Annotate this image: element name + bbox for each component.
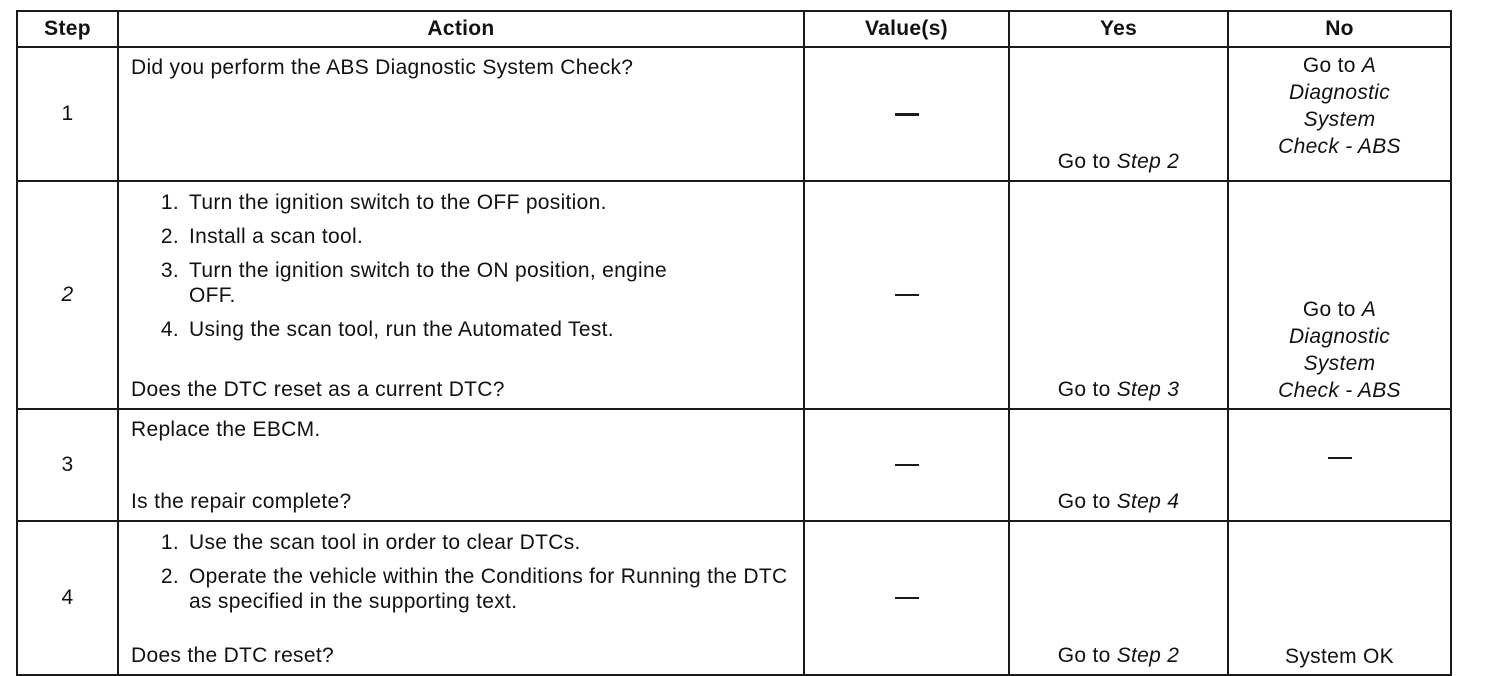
value-dash: — bbox=[894, 294, 919, 297]
list-item: 3.Turn the ignition switch to the ON pos… bbox=[160, 259, 667, 307]
action-instruction: Replace the EBCM. bbox=[131, 418, 321, 441]
header-yes: Yes bbox=[1008, 10, 1229, 48]
value-cell: — bbox=[803, 520, 1010, 676]
yes-step-link[interactable]: Step 2 bbox=[1116, 150, 1180, 173]
yes-step-link[interactable]: Step 2 bbox=[1116, 644, 1180, 667]
list-item: 1.Turn the ignition switch to the OFF po… bbox=[160, 191, 607, 214]
no-prefix: Go to bbox=[1302, 54, 1362, 77]
list-item: 4.Using the scan tool, run the Automated… bbox=[160, 318, 614, 341]
list-item: 1.Use the scan tool in order to clear DT… bbox=[160, 531, 581, 554]
table-row: 4 1.Use the scan tool in order to clear … bbox=[16, 520, 1452, 676]
action-cell: 1.Turn the ignition switch to the OFF po… bbox=[117, 180, 805, 410]
step-number: 1 bbox=[16, 46, 119, 182]
action-question: Did you perform the ABS Diagnostic Syste… bbox=[131, 56, 634, 79]
header-step: Step bbox=[16, 10, 119, 48]
header-no: No bbox=[1227, 10, 1452, 48]
list-item: 2.Operate the vehicle within the Conditi… bbox=[160, 565, 788, 613]
list-item: 2.Install a scan tool. bbox=[160, 225, 364, 248]
yes-prefix: Go to bbox=[1057, 644, 1117, 667]
value-dash: — bbox=[894, 464, 919, 467]
value-cell: — bbox=[803, 46, 1010, 182]
yes-step-link[interactable]: Step 4 bbox=[1116, 490, 1180, 513]
table-row: 2 1.Turn the ignition switch to the OFF … bbox=[16, 180, 1452, 410]
step-number: 4 bbox=[16, 520, 119, 676]
action-steps-list: 1.Turn the ignition switch to the OFF po… bbox=[131, 190, 793, 351]
no-cell: — bbox=[1227, 408, 1452, 522]
action-cell: 1.Use the scan tool in order to clear DT… bbox=[117, 520, 805, 676]
action-steps-list: 1.Use the scan tool in order to clear DT… bbox=[131, 530, 793, 623]
yes-cell: Go to Step 2 bbox=[1008, 520, 1229, 676]
no-ref-line[interactable]: Check - ABS bbox=[1278, 135, 1401, 158]
step-number: 2 bbox=[16, 180, 119, 410]
no-cell: Go to A Diagnostic System Check - ABS bbox=[1227, 46, 1452, 182]
no-dash: — bbox=[1327, 456, 1352, 459]
table-row: 3 Replace the EBCM. Is the repair comple… bbox=[16, 408, 1452, 522]
yes-cell: Go to Step 3 bbox=[1008, 180, 1229, 410]
yes-step-link[interactable]: Step 3 bbox=[1116, 378, 1180, 401]
yes-prefix: Go to bbox=[1057, 150, 1117, 173]
no-ref-line[interactable]: Check - ABS bbox=[1278, 379, 1401, 402]
no-ref-line[interactable]: System bbox=[1303, 108, 1376, 131]
no-ref-line[interactable]: Diagnostic bbox=[1288, 81, 1391, 104]
diagnostic-table: Step Action Value(s) Yes No 1 Did you pe… bbox=[16, 10, 1452, 676]
no-result-text: System OK bbox=[1285, 645, 1394, 668]
header-values: Value(s) bbox=[803, 10, 1010, 48]
yes-cell: Go to Step 2 bbox=[1008, 46, 1229, 182]
header-action: Action bbox=[117, 10, 805, 48]
yes-prefix: Go to bbox=[1057, 378, 1117, 401]
no-ref-line[interactable]: Diagnostic bbox=[1288, 325, 1391, 348]
no-cell: System OK bbox=[1227, 520, 1452, 676]
value-dash: — bbox=[894, 597, 919, 600]
value-cell: — bbox=[803, 408, 1010, 522]
value-cell: — bbox=[803, 180, 1010, 410]
action-question: Does the DTC reset as a current DTC? bbox=[131, 378, 505, 401]
no-ref-line[interactable]: A bbox=[1361, 298, 1377, 321]
yes-prefix: Go to bbox=[1057, 490, 1117, 513]
no-prefix: Go to bbox=[1302, 298, 1362, 321]
header-row: Step Action Value(s) Yes No bbox=[16, 10, 1452, 48]
no-ref-line[interactable]: System bbox=[1303, 352, 1376, 375]
table-row: 1 Did you perform the ABS Diagnostic Sys… bbox=[16, 46, 1452, 182]
action-question: Is the repair complete? bbox=[131, 490, 352, 513]
yes-cell: Go to Step 4 bbox=[1008, 408, 1229, 522]
action-question: Does the DTC reset? bbox=[131, 644, 334, 667]
action-cell: Replace the EBCM. Is the repair complete… bbox=[117, 408, 805, 522]
step-number: 3 bbox=[16, 408, 119, 522]
no-cell: Go to A Diagnostic System Check - ABS bbox=[1227, 180, 1452, 410]
value-dash: — bbox=[894, 112, 919, 116]
action-cell: Did you perform the ABS Diagnostic Syste… bbox=[117, 46, 805, 182]
no-ref-line[interactable]: A bbox=[1361, 54, 1377, 77]
